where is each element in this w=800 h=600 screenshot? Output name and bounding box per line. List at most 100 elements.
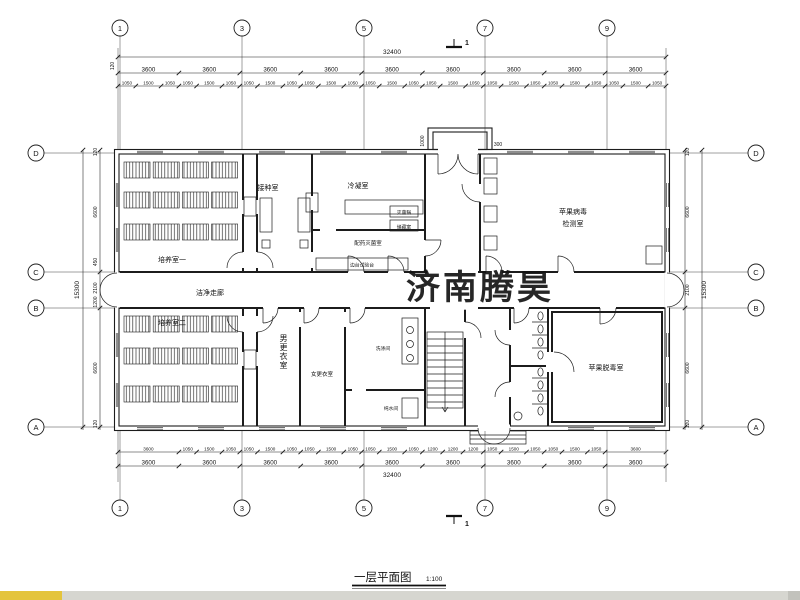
dim-tick	[523, 83, 530, 89]
window-symbol	[115, 183, 119, 207]
culture-rack	[211, 223, 238, 241]
dim-right: 120	[685, 148, 691, 157]
dim-label: 1500	[265, 446, 276, 451]
dim-tick	[376, 449, 382, 455]
grid-bubble	[111, 19, 129, 37]
dim-label: 3600	[202, 66, 216, 73]
dim-left: 6600	[93, 206, 99, 217]
culture-rack	[182, 161, 209, 179]
grid-bubble	[747, 418, 765, 436]
dim-left: 120	[93, 148, 99, 157]
dim-tick	[237, 463, 243, 469]
grid-label: 1	[118, 24, 122, 33]
dim-tick	[602, 449, 608, 455]
room-label-washing: 洗涤间	[376, 345, 391, 352]
dim-tick	[584, 83, 590, 89]
dim-tick	[298, 70, 304, 76]
room-label-inoculation: 接种室	[258, 183, 279, 192]
dim-tick	[315, 83, 321, 89]
dim-tick	[237, 449, 243, 455]
culture-rack	[152, 161, 180, 179]
horizontal-scrollbar[interactable]	[0, 591, 800, 600]
label-storage: 储藏室	[397, 224, 412, 231]
room-label-condensation: 冷凝室	[348, 181, 369, 190]
dim-tick	[541, 70, 547, 76]
dim-tick	[480, 70, 486, 76]
culture-rack	[182, 315, 209, 333]
dim-label: 1050	[426, 80, 437, 85]
dim-tick	[176, 449, 182, 455]
dim-label: 1050	[530, 80, 541, 85]
grid-label: 1	[118, 504, 122, 513]
dim-label: 1500	[143, 80, 154, 85]
dim-label: 3600	[507, 459, 521, 466]
scrollbar-thumb[interactable]	[0, 591, 62, 600]
dim-tick	[194, 449, 200, 455]
dim-label: 1500	[570, 446, 581, 451]
dim-label: 1050	[183, 80, 194, 85]
grid-label: 9	[605, 24, 609, 33]
pass-box	[305, 192, 319, 213]
grid-label: 3	[240, 504, 244, 513]
grid-label: C	[33, 268, 39, 277]
dim-tick	[602, 463, 608, 469]
window-symbol	[381, 150, 407, 154]
dim-label: 1050	[165, 80, 176, 85]
grid-bubble	[355, 499, 373, 517]
dim-tick	[602, 83, 608, 89]
window-symbol	[259, 426, 285, 430]
dim-label: 3600	[263, 66, 277, 73]
room-label-pure-water: 纯水间	[384, 405, 399, 412]
window-symbol	[115, 333, 119, 357]
staircase	[426, 331, 464, 413]
dim-tick	[663, 449, 669, 455]
dim-label: 1500	[448, 80, 459, 85]
dim-tick	[541, 449, 547, 455]
window-symbol	[198, 426, 224, 430]
dim-label: 1050	[408, 80, 419, 85]
grid-bubble	[233, 19, 251, 37]
window-symbol	[115, 228, 119, 252]
dim-label: 1050	[244, 80, 255, 85]
dim-tick	[480, 83, 486, 89]
dim-tick	[460, 449, 466, 455]
grid-label: 7	[483, 24, 487, 33]
dim-tick	[584, 449, 590, 455]
dim-tick	[115, 70, 121, 76]
dim-right: 6600	[685, 362, 691, 373]
dim-label: 1200	[427, 446, 438, 451]
dim-tick	[298, 463, 304, 469]
dim-label: 1500	[204, 80, 215, 85]
dim-tick	[440, 449, 446, 455]
culture-rack	[152, 347, 180, 365]
grid-bubble	[27, 418, 45, 436]
dim-label: 1050	[652, 80, 663, 85]
lab-bench	[344, 199, 424, 215]
drawing-scale: 1:100	[426, 576, 443, 583]
dim-label: 1050	[408, 446, 419, 451]
dim-label: 1050	[348, 80, 359, 85]
toilet-fixtures	[513, 311, 548, 421]
room-label-men-changing: 男更衣室	[279, 334, 288, 370]
dim-label: 3600	[385, 66, 399, 73]
room-label-virus-2: 检测室	[563, 219, 584, 228]
side-bench	[315, 257, 409, 271]
dim-tick	[620, 83, 626, 89]
window-symbol	[137, 150, 163, 154]
dim-tick	[463, 83, 469, 89]
grid-bubble	[111, 499, 129, 517]
dim-tick	[115, 463, 121, 469]
culture-rack	[123, 315, 151, 333]
dim-tick	[176, 463, 182, 469]
dim-tick	[254, 449, 261, 455]
room-label-culture1: 培养室一	[158, 255, 186, 264]
section-label: 1	[465, 521, 469, 528]
culture-rack	[182, 347, 209, 365]
dim-label: 1050	[365, 80, 376, 85]
dim-label: 1500	[387, 80, 398, 85]
room-label-virus-1: 苹果病毒	[559, 207, 587, 216]
dim-label: 3600	[142, 459, 156, 466]
dim-120-top: 120	[110, 62, 116, 71]
dim-tick	[176, 83, 182, 89]
dim-right: 6600	[685, 206, 691, 217]
